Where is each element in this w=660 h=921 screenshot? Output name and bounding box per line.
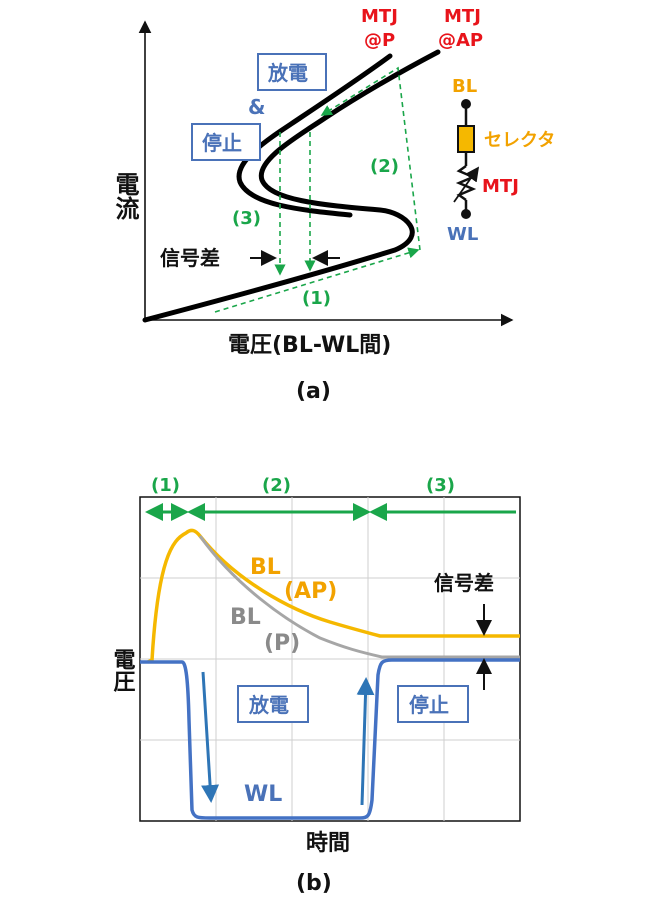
b-box-stop [397,685,469,723]
a-step3: (3) [232,208,261,229]
b-phase2: (2) [262,475,291,496]
a-y-axis-label: 電流 [111,172,139,220]
b-arrow-down [201,671,220,803]
a-box-stop-text: 停止 [202,131,242,155]
a-ampersand: & [248,95,265,119]
b-bl-p-2: (P) [264,631,300,656]
a-step1: (1) [302,288,331,309]
panel-a: 電流 電圧(BL-WL間) (a) MTJ @P MTJ @AP 放電 & 停止… [111,6,555,404]
a-box-discharge-text: 放電 [267,61,308,85]
mtj-variable-arrow [453,166,480,203]
b-x-axis-label: 時間 [306,831,350,856]
waveform-bl-p [198,535,520,659]
label-mtj-ap-2: @AP [438,30,483,51]
circuit-selector-label: セレクタ [484,130,555,151]
step2-path [320,66,421,251]
b-caption: (b) [296,871,332,896]
b-phase3: (3) [426,475,455,496]
b-bl-ap-1: BL [250,555,281,580]
curve-mtj-ap [142,49,441,323]
a-step2: (2) [370,156,399,177]
circuit-wl-node [461,209,471,219]
circuit: BL セレクタ MTJ WL [447,76,555,245]
b-y-axis-label: 電圧 [110,648,136,693]
b-bl-ap-2: (AP) [284,579,337,604]
a-caption: (a) [296,379,331,404]
b-box-discharge [237,685,309,723]
selector-box [457,125,475,153]
panel-b: (1) (2) (3) BL (AP) BL (P) WL 信号差 放電 停止 … [110,475,521,896]
label-mtj-ap-1: MTJ [444,6,481,27]
a-box-discharge [257,53,327,91]
circuit-mtj-label: MTJ [482,176,519,197]
a-box-stop [191,123,261,161]
circuit-wl-label: WL [447,224,478,245]
mtj-resistor [455,164,477,202]
label-mtj-p-1: MTJ [361,6,398,27]
label-mtj-p-2: @P [364,30,395,51]
b-box-stop-text: 停止 [409,693,449,717]
b-signal-diff: 信号差 [434,571,494,595]
b-arrow-up [356,677,375,806]
b-wl-label: WL [244,782,282,807]
circuit-bl-label: BL [452,76,477,97]
a-signal-diff: 信号差 [160,246,220,270]
a-x-axis-label: 電圧(BL-WL間) [228,333,391,358]
waveform-wl [140,658,520,820]
b-bl-p-1: BL [230,605,261,630]
b-box-discharge-text: 放電 [248,693,289,717]
b-phase1: (1) [151,475,180,496]
